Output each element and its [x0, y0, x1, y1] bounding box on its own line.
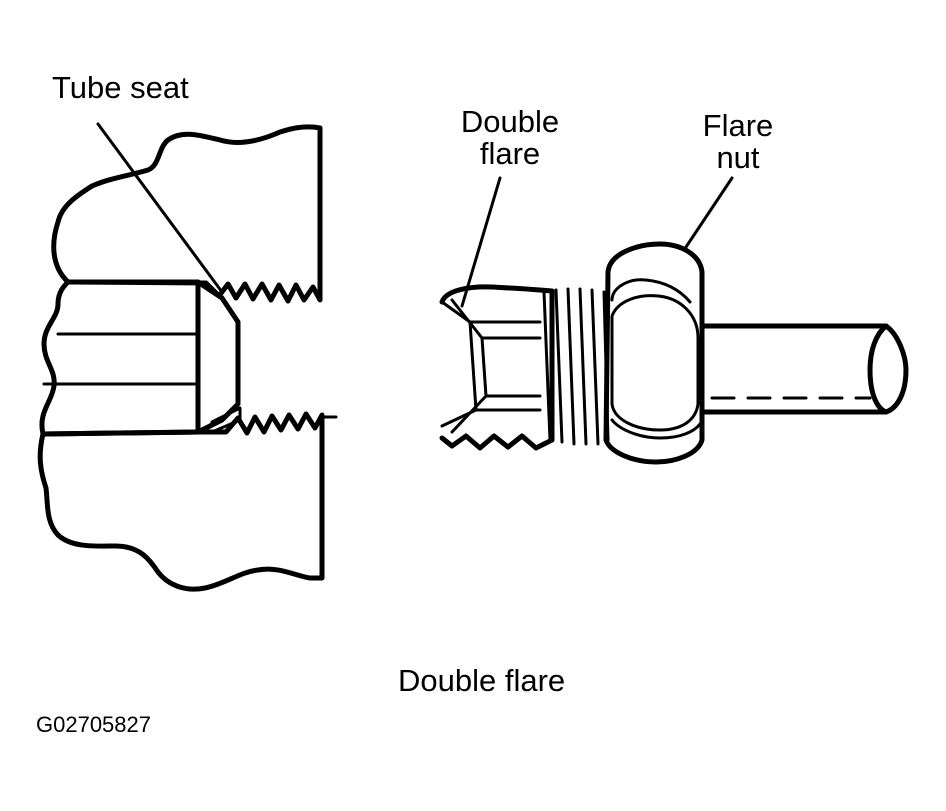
flare-nut-hex-face	[610, 294, 700, 432]
flare-nut-hex-facet-top	[610, 278, 692, 304]
tube-seat-label: Tube seat	[52, 70, 189, 105]
double-flare-cone-inner	[450, 298, 542, 340]
figure-caption: Double flare	[398, 663, 566, 698]
flare-nut-label-line2: nut	[716, 140, 760, 175]
fitting-body-lower	[37, 411, 325, 592]
tube-seat-leader	[96, 122, 224, 294]
flare-nut-leader	[682, 176, 734, 252]
figure-id: G02705827	[36, 712, 151, 737]
double-flare-label-line2: flare	[479, 136, 541, 171]
brake-tube-end	[867, 323, 909, 415]
flare-nut-label: Flare nut	[688, 110, 788, 174]
flare-nut-label-line1: Flare	[702, 108, 774, 143]
double-flare-label: Double flare	[450, 106, 570, 170]
flare-nut-assembly	[439, 176, 909, 465]
flare-bore-right-edge	[480, 336, 488, 398]
fitting-body	[37, 122, 338, 592]
tube-seat-cone	[195, 279, 241, 435]
double-flare-lower-outer	[440, 408, 542, 428]
fitting-body-upper	[51, 124, 323, 304]
double-flare-leader	[460, 176, 502, 308]
double-flare-label-line1: Double	[460, 104, 560, 139]
flare-nut-hex-facet-bottom	[610, 418, 702, 440]
brake-tube	[699, 323, 889, 415]
flare-bore-left-edge	[468, 320, 478, 412]
tube-seat-inner	[210, 406, 242, 434]
tube-end-cutaway	[39, 279, 201, 437]
flare-nut-hex	[603, 241, 705, 465]
flare-nut-nose	[439, 284, 555, 451]
